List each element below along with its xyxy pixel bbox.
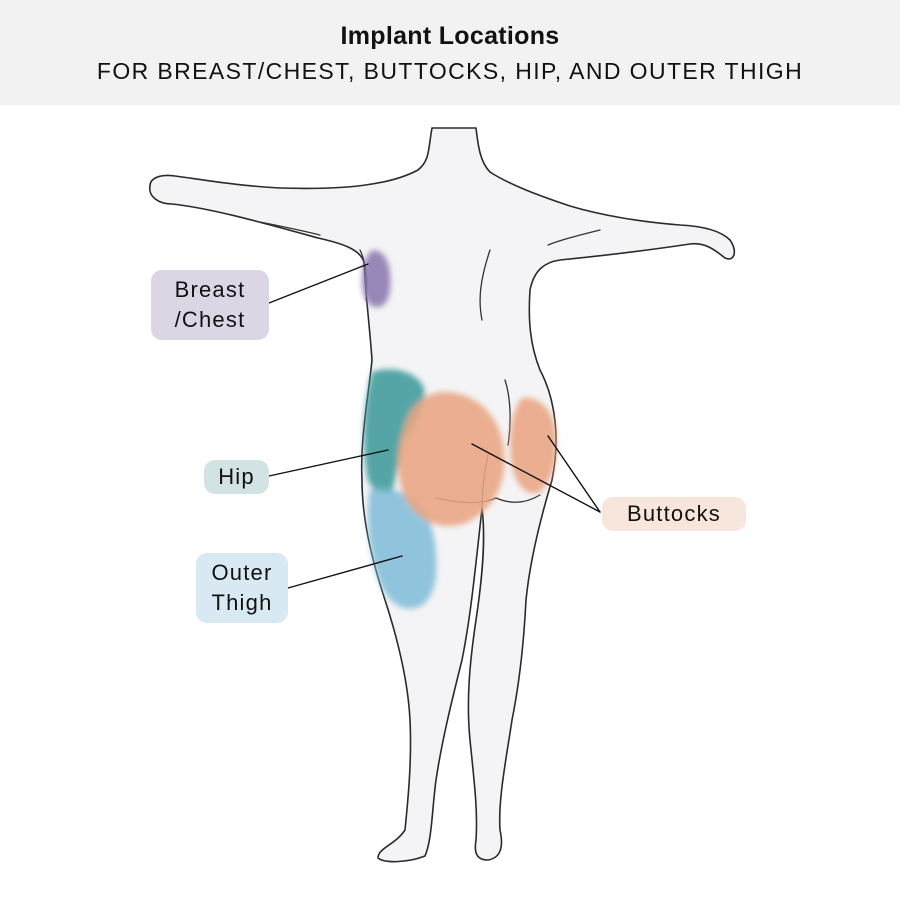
hip-leader-line	[268, 449, 389, 477]
left-buttock-region	[398, 391, 505, 527]
outer-thigh-label: Outer Thigh	[196, 553, 288, 623]
diagram-title: Implant Locations	[340, 22, 560, 50]
buttocks-label-text: Buttocks	[627, 501, 721, 526]
breast-label-line2: /Chest	[174, 307, 246, 332]
outer-thigh-region	[367, 488, 437, 609]
buttocks-leader-line-1	[471, 443, 601, 513]
thigh-label-line2: Thigh	[211, 590, 273, 615]
breast-label-line1: Breast	[174, 277, 246, 302]
implant-regions	[362, 250, 557, 609]
hip-label: Hip	[204, 460, 269, 494]
buttocks-leader-line-2	[547, 435, 601, 513]
hip-region	[364, 369, 425, 494]
breast-region	[362, 250, 391, 308]
thigh-leader-line	[287, 555, 403, 589]
breast-chest-label: Breast /Chest	[151, 270, 269, 340]
hip-label-text: Hip	[218, 464, 255, 489]
buttocks-label: Buttocks	[602, 497, 746, 531]
breast-leader-line	[268, 263, 369, 304]
diagram-subtitle: FOR BREAST/CHEST, BUTTOCKS, HIP, AND OUT…	[96, 58, 804, 84]
thigh-label-line1: Outer	[211, 560, 273, 585]
header: Implant Locations FOR BREAST/CHEST, BUTT…	[0, 0, 900, 105]
